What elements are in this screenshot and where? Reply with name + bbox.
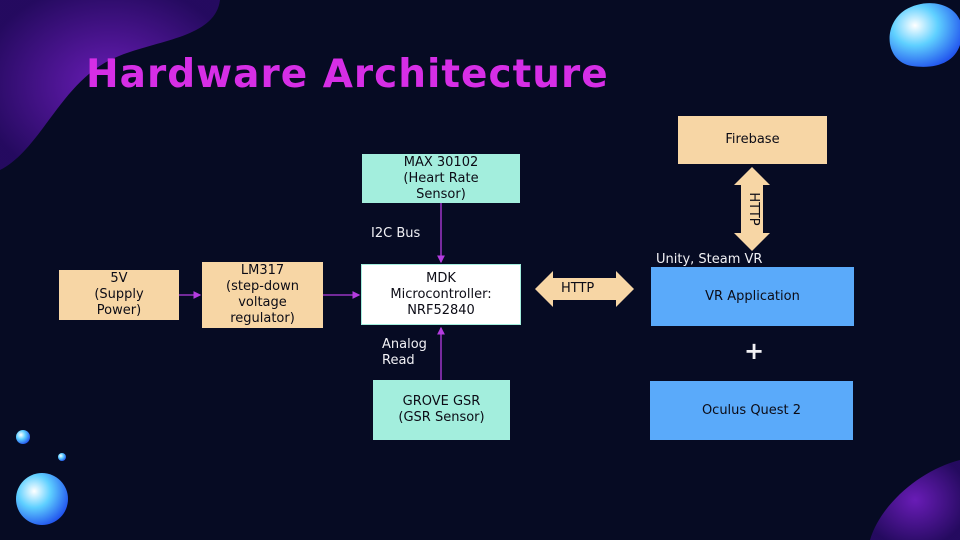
blue-orb-tiny <box>58 453 66 461</box>
page-title: Hardware Architecture <box>86 52 609 97</box>
plus-sign: + <box>744 337 765 365</box>
purple-blob-top-left <box>0 0 220 170</box>
analog-read-label: Analog Read <box>382 337 427 368</box>
oculus-quest-node: Oculus Quest 2 <box>650 381 853 440</box>
vr-application-node: VR Application <box>651 267 854 326</box>
supply-node: 5V (Supply Power) <box>59 270 179 320</box>
http-double-arrow-horizontal <box>535 271 634 307</box>
unity-steamvr-label: Unity, Steam VR <box>656 252 763 267</box>
blue-blob-top-right <box>889 3 960 67</box>
gsr-sensor-node: GROVE GSR (GSR Sensor) <box>373 380 510 440</box>
heart-rate-sensor-node: MAX 30102 (Heart Rate Sensor) <box>362 154 520 203</box>
http-double-arrow-vertical <box>734 167 770 251</box>
firebase-node: Firebase <box>678 116 827 164</box>
blue-orb-small <box>16 430 30 444</box>
http-vertical-label: HTTP <box>746 192 761 226</box>
purple-blob-bottom-right <box>870 460 960 540</box>
blue-orb-large <box>16 473 68 525</box>
i2c-bus-label: I2C Bus <box>371 226 421 241</box>
http-horizontal-label: HTTP <box>561 281 595 296</box>
microcontroller-node: MDK Microcontroller: NRF52840 <box>361 264 521 325</box>
regulator-node: LM317 (step-down voltage regulator) <box>202 262 323 328</box>
